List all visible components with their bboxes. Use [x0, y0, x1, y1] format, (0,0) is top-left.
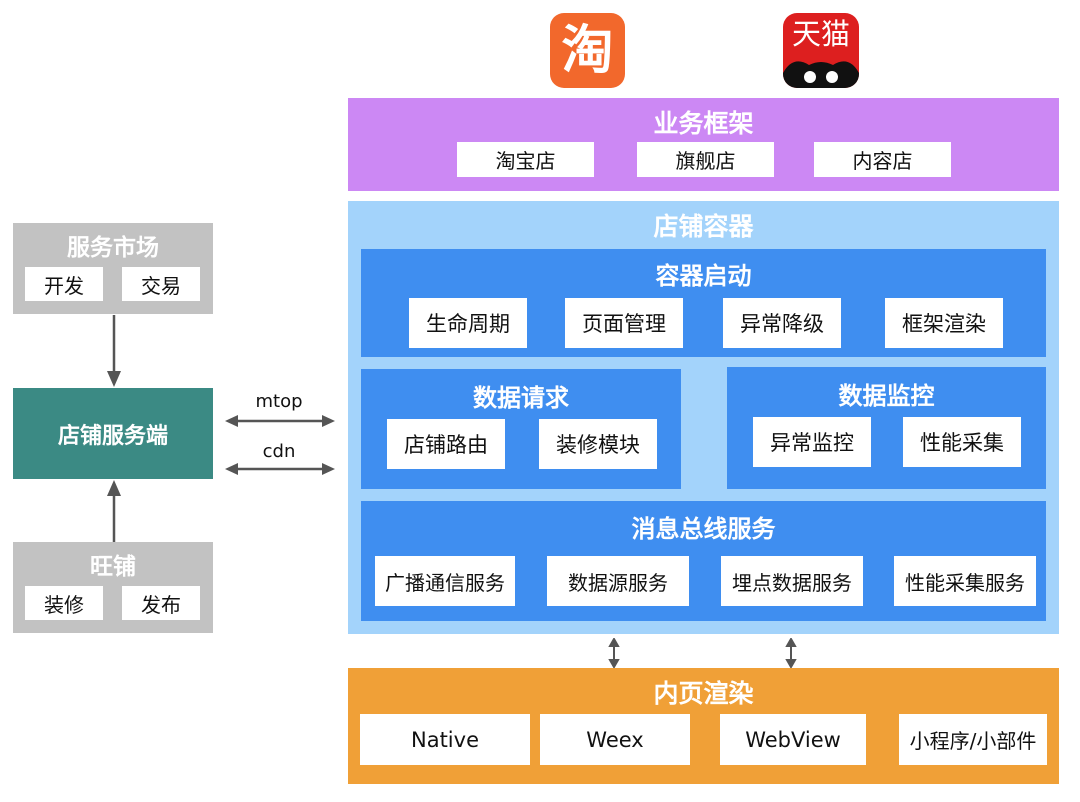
business-item-content: 内容店: [814, 142, 951, 177]
business-item-taobao: 淘宝店: [457, 142, 594, 177]
bus-item-tracking: 埋点数据服务: [721, 556, 863, 606]
startup-item-framework-render: 框架渲染: [885, 298, 1003, 348]
wangpu-item-publish: 发布: [122, 586, 200, 620]
monitor-item-exception: 异常监控: [753, 417, 871, 467]
market-to-server-arrow: [107, 315, 121, 387]
startup-item-page-management: 页面管理: [565, 298, 683, 348]
taobao-logo-glyph: 淘: [561, 20, 614, 81]
taobao-logo: 淘: [550, 13, 625, 88]
cdn-label: cdn: [262, 441, 296, 462]
data-request-panel: 数据请求 店铺路由 装修模块: [361, 369, 681, 489]
service-market-item-develop: 开发: [25, 267, 103, 301]
store-server-title: 店铺服务端: [57, 423, 168, 449]
startup-item-lifecycle: 生命周期: [409, 298, 527, 348]
wangpu-title: 旺铺: [90, 554, 136, 580]
monitor-item-performance: 性能采集: [903, 417, 1021, 467]
business-framework-title: 业务框架: [653, 109, 754, 138]
mtop-label: mtop: [255, 391, 303, 412]
bus-item-datasource: 数据源服务: [547, 556, 689, 606]
business-framework-panel: 业务框架 淘宝店 旗舰店 内容店: [348, 98, 1059, 191]
bus-item-performance: 性能采集服务: [894, 556, 1036, 606]
tmall-logo: 天猫: [783, 13, 859, 88]
inner-render-title: 内页渲染: [653, 679, 754, 708]
store-container-panel: 店铺容器 容器启动 生命周期 页面管理 异常降级 框架渲染 数据请求 店铺路由 …: [348, 201, 1059, 634]
request-item-module: 装修模块: [539, 419, 657, 469]
startup-item-degrade: 异常降级: [723, 298, 841, 348]
service-market-title: 服务市场: [67, 235, 159, 261]
bus-item-broadcast: 广播通信服务: [375, 556, 515, 606]
message-bus-panel: 消息总线服务 广播通信服务 数据源服务 埋点数据服务 性能采集服务: [361, 501, 1046, 621]
data-monitor-title: 数据监控: [838, 382, 935, 410]
store-container-title: 店铺容器: [653, 212, 754, 241]
tmall-cat-icon: [783, 61, 859, 88]
data-request-title: 数据请求: [473, 384, 569, 412]
store-server-box: 店铺服务端: [13, 388, 213, 479]
wangpu-item-decorate: 装修: [25, 586, 103, 620]
container-startup-title: 容器启动: [655, 262, 752, 290]
render-item-webview: WebView: [720, 714, 866, 765]
request-item-routing: 店铺路由: [387, 419, 505, 469]
wangpu-to-server-arrow: [107, 480, 121, 542]
message-bus-title: 消息总线服务: [631, 515, 776, 543]
tmall-logo-text: 天猫: [791, 17, 850, 51]
business-item-flagship: 旗舰店: [637, 142, 774, 177]
container-startup-panel: 容器启动 生命周期 页面管理 异常降级 框架渲染: [361, 249, 1046, 357]
service-market-panel: 服务市场 开发 交易: [13, 223, 213, 314]
inner-render-panel: 内页渲染 Native Weex WebView 小程序/小部件: [348, 668, 1059, 784]
service-market-item-trade: 交易: [122, 267, 200, 301]
render-item-weex: Weex: [540, 714, 690, 765]
render-item-native: Native: [360, 714, 530, 765]
mtop-double-arrow: [225, 415, 335, 427]
container-render-arrows: [608, 638, 797, 668]
render-item-miniprogram: 小程序/小部件: [899, 714, 1047, 765]
cdn-double-arrow: [225, 463, 335, 475]
wangpu-panel: 旺铺 装修 发布: [13, 542, 213, 633]
data-monitor-panel: 数据监控 异常监控 性能采集: [727, 367, 1046, 489]
